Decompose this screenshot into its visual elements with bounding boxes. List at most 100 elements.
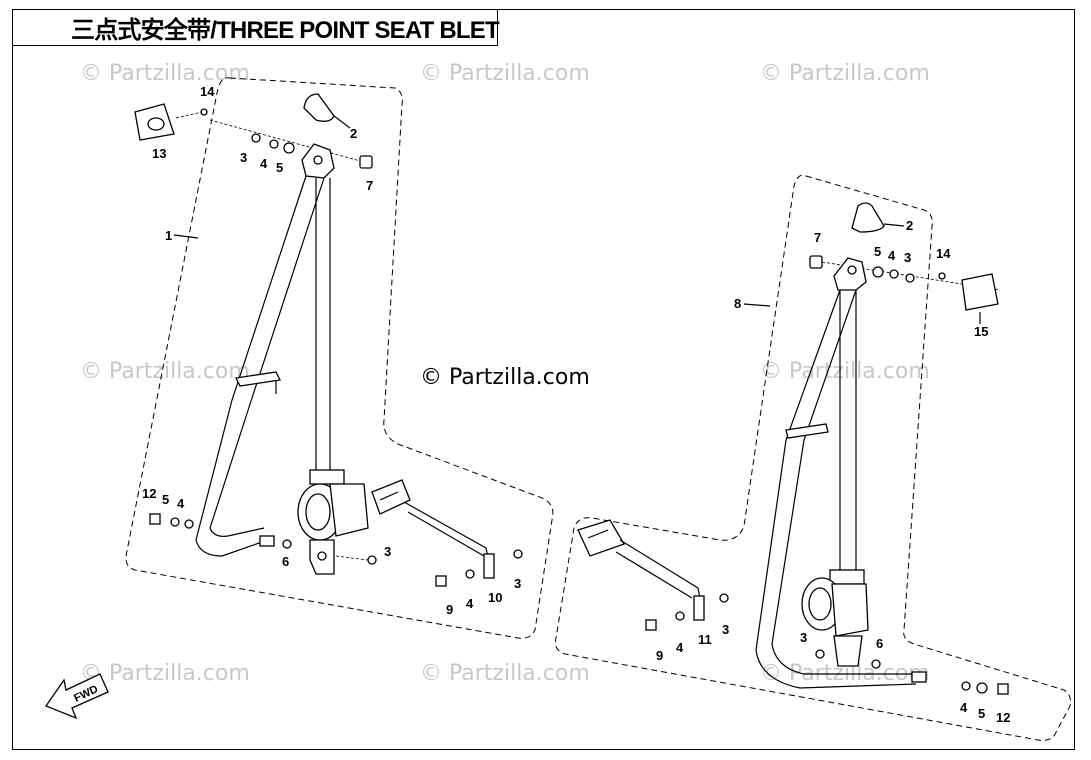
right-seat-belt-assembly: 8 2 7 5 4 3 14 15 9 4 11 3 3 6 4 5 12 (554, 174, 1071, 741)
bolt-12 (997, 683, 1009, 695)
part-label: 12 (142, 486, 156, 501)
watermark: © Partzilla.com (80, 61, 250, 86)
anchor-hole (847, 265, 857, 275)
buckle-bracket (483, 553, 495, 579)
buckle-11 (577, 519, 625, 557)
leader (883, 223, 905, 227)
part-label: 6 (876, 636, 883, 651)
part-label: 7 (814, 230, 821, 245)
buckle-strap (615, 539, 705, 619)
part-label: 6 (282, 554, 289, 569)
watermark: © Partzilla.com (80, 359, 250, 384)
retractor-spool-inner (305, 493, 331, 531)
left-group-outline (125, 77, 554, 639)
bolt-9 (435, 575, 447, 587)
washer-4 (675, 611, 685, 621)
part-label: 8 (734, 296, 741, 311)
washer-4 (465, 569, 475, 579)
part-label: 11 (698, 632, 712, 647)
leader (209, 119, 365, 163)
part-label: 4 (960, 700, 968, 715)
watermark: © Partzilla.com (420, 661, 590, 686)
part-label: 4 (260, 156, 268, 171)
bolt-7 (359, 155, 373, 169)
part-label: 2 (350, 126, 357, 141)
part-label: 9 (656, 648, 663, 663)
washer-6 (871, 659, 881, 669)
part-label: 5 (874, 244, 881, 259)
buckle-strap (403, 501, 493, 577)
cap-2 (303, 93, 335, 122)
washer-5 (872, 266, 884, 278)
belt-guide (235, 371, 281, 387)
watermark: © Partzilla.com (420, 61, 590, 86)
part-label: 9 (446, 602, 453, 617)
leader (175, 111, 203, 119)
watermark: © Partzilla.com (80, 661, 250, 686)
washer-4 (889, 269, 899, 279)
washer-6 (282, 539, 292, 549)
part-label: 14 (200, 84, 215, 99)
retractor-spool-inner (808, 587, 832, 621)
anchor-hole (313, 155, 323, 165)
washer-5 (283, 142, 295, 154)
center-watermark: © Partzilla.com (420, 365, 590, 390)
nut-3 (513, 549, 523, 559)
retractor-bracket (833, 635, 863, 667)
nut-3 (815, 649, 825, 659)
belt-webbing (209, 177, 325, 537)
part-label: 7 (366, 178, 373, 193)
trim-cover-hole (147, 117, 165, 131)
cap-2 (851, 202, 885, 233)
nut-3 (905, 273, 915, 283)
part-label: 3 (904, 250, 911, 265)
part-label: 13 (152, 146, 166, 161)
retractor-housing (831, 583, 869, 637)
part-label: 1 (165, 228, 172, 243)
page-title: 三点式安全带/THREE POINT SEAT BLET (71, 17, 500, 44)
part-label: 4 (676, 640, 684, 655)
washer-4 (184, 519, 194, 529)
part-label: 4 (177, 496, 185, 511)
leader (333, 115, 351, 129)
bolt-9 (645, 619, 657, 631)
retractor-hole (317, 551, 327, 561)
leader (743, 303, 771, 307)
buckle-bracket (693, 595, 705, 621)
part-label: 5 (162, 492, 169, 507)
nut-3 (251, 133, 261, 143)
part-label: 5 (978, 706, 985, 721)
lap-end-fitting (259, 535, 275, 547)
watermarks: © Partzilla.com © Partzilla.com © Partzi… (80, 61, 930, 686)
part-label: 3 (800, 630, 807, 645)
watermark: © Partzilla.com (760, 61, 930, 86)
part-label: 4 (888, 248, 896, 263)
retractor-top (829, 569, 865, 585)
bolt-7 (809, 255, 823, 269)
right-group-outline (554, 174, 1071, 741)
washer-5 (170, 517, 180, 527)
part-label: 15 (974, 324, 988, 339)
part-label: 12 (996, 710, 1010, 725)
washer-4 (961, 681, 971, 691)
fwd-arrow-icon: FWD (45, 673, 109, 720)
belt-webbing (195, 175, 307, 557)
nut-3 (719, 593, 729, 603)
washer-5 (976, 682, 988, 694)
nut-3 (367, 555, 377, 565)
part-label: 3 (240, 150, 247, 165)
left-seat-belt-assembly: 1 2 3 4 5 7 13 14 12 5 4 6 3 9 4 10 3 (125, 77, 554, 639)
retractor-top (309, 469, 345, 485)
buckle-slot (379, 491, 399, 501)
retractor-housing (329, 483, 369, 537)
belt-webbing (771, 289, 914, 675)
buckle-slot (587, 529, 609, 539)
part-label: 4 (466, 596, 474, 611)
trim-cover-15 (961, 273, 999, 311)
leader (173, 234, 199, 239)
clip-14 (938, 272, 946, 280)
lap-end-fitting (911, 671, 927, 683)
part-label: 3 (514, 576, 521, 591)
belt-guide (785, 423, 829, 439)
